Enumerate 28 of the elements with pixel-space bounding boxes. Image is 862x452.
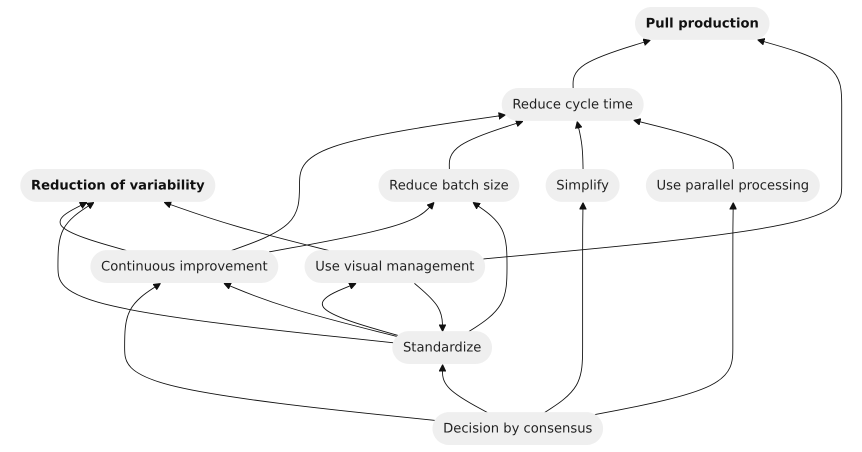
arrow	[448, 120, 524, 170]
arrow	[60, 202, 127, 251]
arrow	[594, 202, 737, 415]
arrow	[322, 282, 399, 336]
node-box: Decision by consensus	[432, 412, 604, 445]
arrow	[414, 282, 446, 332]
node-box: Use visual management	[304, 250, 486, 283]
arrow	[58, 202, 394, 344]
node-box: Use parallel processing	[646, 169, 820, 202]
node-box: Reduce batch size	[378, 169, 520, 202]
arrow	[231, 112, 506, 251]
arrow	[483, 38, 842, 260]
arrow	[164, 201, 330, 251]
arrow	[572, 38, 651, 89]
node-box: Reduction of variability	[20, 169, 216, 202]
arrow	[224, 282, 398, 338]
node-box: Reduce cycle time	[502, 88, 644, 121]
arrow	[468, 202, 508, 332]
arrow	[124, 283, 436, 421]
arrow	[544, 202, 587, 414]
arrow	[268, 202, 435, 252]
node-box: Standardize	[392, 331, 492, 364]
arrow	[633, 118, 734, 170]
arrow	[438, 364, 488, 414]
arrow	[574, 120, 584, 170]
node-box: Continuous improvement	[90, 250, 278, 283]
node-box: Pull production	[634, 7, 770, 40]
node-box: Simplify	[546, 169, 620, 202]
